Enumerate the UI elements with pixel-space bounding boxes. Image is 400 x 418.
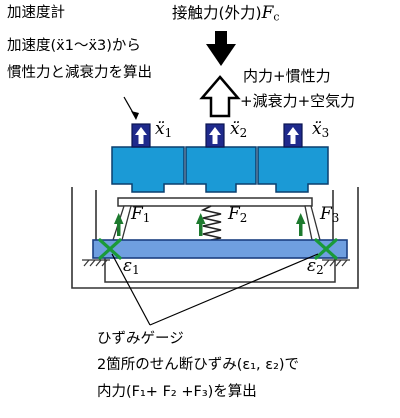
top-plate [117, 197, 313, 207]
accelerometer-title: 加速度計 [7, 5, 65, 21]
internal-note-line1: 内力+慣性力 [243, 67, 331, 85]
strain-label-1: ε1 [123, 256, 140, 277]
contact-force-text: 接触力(外力) [172, 4, 262, 22]
force-label-3: F3 [320, 204, 340, 225]
sensor-label-1: ẍ1 [155, 119, 173, 140]
force-label-1: F1 [131, 204, 151, 225]
strain-label-2: ε2 [307, 256, 324, 277]
contact-force-arrow [206, 31, 236, 66]
gauge-note-line3: 内力(F₁+ F₂ +F₃)を算出 [97, 384, 257, 400]
green-force-arrows [114, 213, 306, 236]
gauge-note-line1: ひずみゲージ [97, 331, 184, 347]
accelerometer-line2: 加速度(ẍ1～ẍ3)から [7, 38, 141, 54]
pointer-arrowhead [131, 111, 139, 120]
contact-force-label: 接触力(外力)Fc [172, 4, 279, 27]
spring [200, 205, 222, 241]
contact-force-subscript: c [273, 10, 280, 24]
internal-note-line2: +減衰力+空気力 [240, 92, 356, 110]
force-label-2: F2 [228, 204, 248, 225]
ground-supports [82, 259, 350, 267]
gauge-note-line2: 2箇所のせん断ひずみ(ε₁, ε₂)で [97, 357, 300, 373]
blocks [111, 146, 329, 193]
accelerometer-sensors [131, 123, 303, 148]
strain-gauge-crosses [98, 238, 338, 260]
internal-force-arrow [199, 75, 241, 118]
beam [92, 239, 348, 259]
sensor-label-3: ẍ3 [312, 119, 330, 140]
sensor-label-2: ẍ2 [230, 119, 248, 140]
accelerometer-line3: 慣性力と減衰力を算出 [7, 65, 152, 81]
contact-force-symbol: F [261, 3, 274, 23]
